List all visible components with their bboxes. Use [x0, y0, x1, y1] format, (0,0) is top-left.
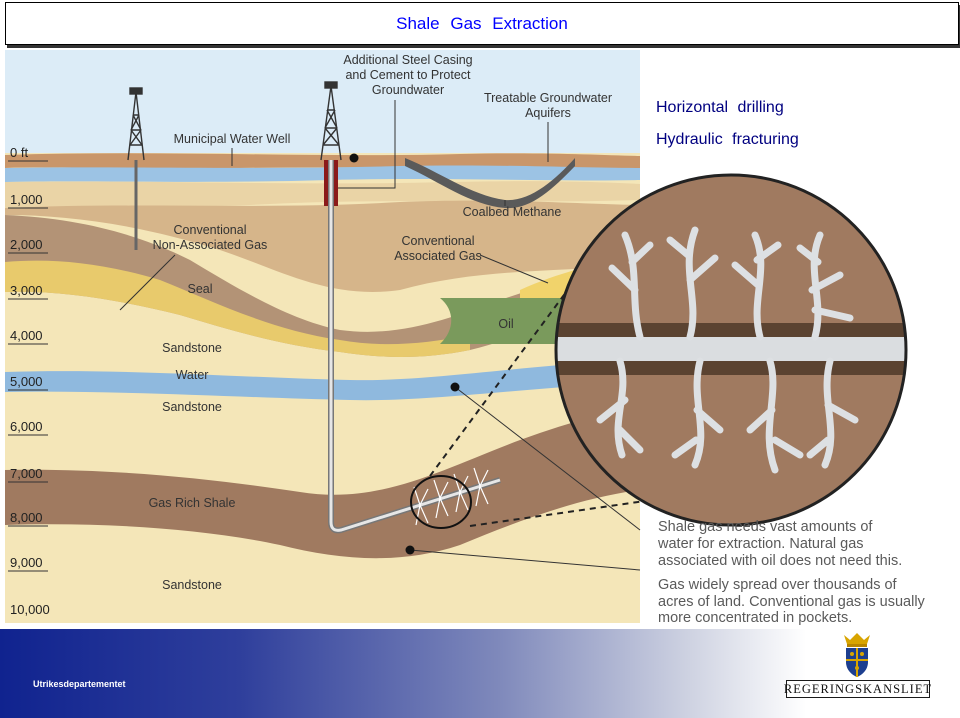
fracture-zone-circle — [410, 475, 472, 529]
middle-brown-layer — [5, 200, 640, 292]
department-name: Utrikesdepartementet — [33, 679, 126, 689]
label-conventional-associated: Conventional — [402, 234, 475, 248]
label-conventional-non-associated: Conventional — [174, 223, 247, 237]
depth-label: 10,000 — [10, 602, 50, 617]
depth-label: 0 ft — [10, 145, 28, 160]
depth-label: 2,000 — [10, 237, 43, 252]
crown-crest-icon — [844, 633, 870, 677]
zoom-detail — [556, 175, 906, 525]
label-conventional-associated: Associated Gas — [394, 249, 482, 263]
bullet-list: Horizontal drilling Hydraulic fracturing — [656, 92, 799, 156]
marker-dot — [450, 382, 460, 392]
footer-band — [0, 629, 960, 718]
label-oil: Oil — [498, 317, 513, 331]
label-sandstone: Sandstone — [162, 578, 222, 592]
surface-soil — [5, 153, 640, 169]
label-municipal-well: Municipal Water Well — [174, 132, 291, 146]
note-line: Shale gas needs vast amounts of — [658, 519, 873, 535]
depth-label: 5,000 — [10, 374, 43, 389]
depth-label: 4,000 — [10, 328, 43, 343]
note-line: acres of land. Conventional gas is usual… — [658, 594, 926, 610]
pointer-lines — [119, 100, 641, 571]
zoom-circle — [554, 173, 908, 527]
depth-label: 9,000 — [10, 555, 43, 570]
shallow-aquifer-layer — [5, 165, 640, 182]
bullet-horizontal-drilling: Horizontal drilling — [656, 99, 784, 116]
depth-label: 7,000 — [10, 466, 43, 481]
municipal-well-derrick-icon — [127, 87, 145, 250]
label-seal: Seal — [187, 282, 212, 296]
note-line: water for extraction. Natural gas — [657, 536, 864, 552]
marker-dot — [349, 153, 359, 163]
note-line: Gas widely spread over thousands of — [658, 577, 898, 593]
gas-well-derrick-icon — [320, 81, 342, 161]
wellbore — [329, 160, 501, 532]
note-line: more concentrated in pockets. — [658, 610, 852, 626]
label-sandstone: Sandstone — [162, 400, 222, 414]
water-layer — [5, 360, 640, 401]
note-line: associated with oil does not need this. — [658, 553, 902, 569]
depth-scale: 0 ft 1,000 2,000 3,000 4,000 5,000 6,000… — [10, 145, 50, 617]
depth-label: 3,000 — [10, 283, 43, 298]
depth-label: 6,000 — [10, 419, 43, 434]
slide-title: Shale Gas Extraction — [396, 13, 568, 33]
marker-dot — [405, 545, 415, 555]
zoom-connector-top — [429, 279, 576, 477]
label-casing: and Cement to Protect — [345, 68, 471, 82]
depth-ticks — [8, 160, 48, 572]
label-gas-rich-shale: Gas Rich Shale — [149, 496, 236, 510]
label-casing: Additional Steel Casing — [343, 53, 472, 67]
label-aquifers: Treatable Groundwater — [484, 91, 612, 105]
depth-label: 8,000 — [10, 510, 43, 525]
label-water: Water — [176, 368, 209, 382]
bullet-hydraulic-fracturing: Hydraulic fracturing — [656, 131, 799, 148]
label-sandstone: Sandstone — [162, 341, 222, 355]
depth-label: 1,000 — [10, 192, 43, 207]
label-conventional-non-associated: Non-Associated Gas — [153, 238, 268, 252]
gas-layer — [5, 260, 470, 357]
label-aquifers: Aquifers — [525, 106, 571, 120]
shale-gas-notes: Shale gas needs vast amounts of water fo… — [657, 519, 926, 626]
coalbed-methane-layer — [405, 158, 575, 209]
title-bar: Shale Gas Extraction — [5, 2, 959, 45]
government-label: REGERINGSKANSLIET — [784, 680, 931, 698]
sky-area — [5, 50, 640, 153]
gas-rich-shale-layer — [5, 408, 640, 559]
label-casing: Groundwater — [372, 83, 444, 97]
diagram-labels: Municipal Water Well Additional Steel Ca… — [149, 53, 612, 592]
label-coalbed-methane: Coalbed Methane — [463, 205, 562, 219]
